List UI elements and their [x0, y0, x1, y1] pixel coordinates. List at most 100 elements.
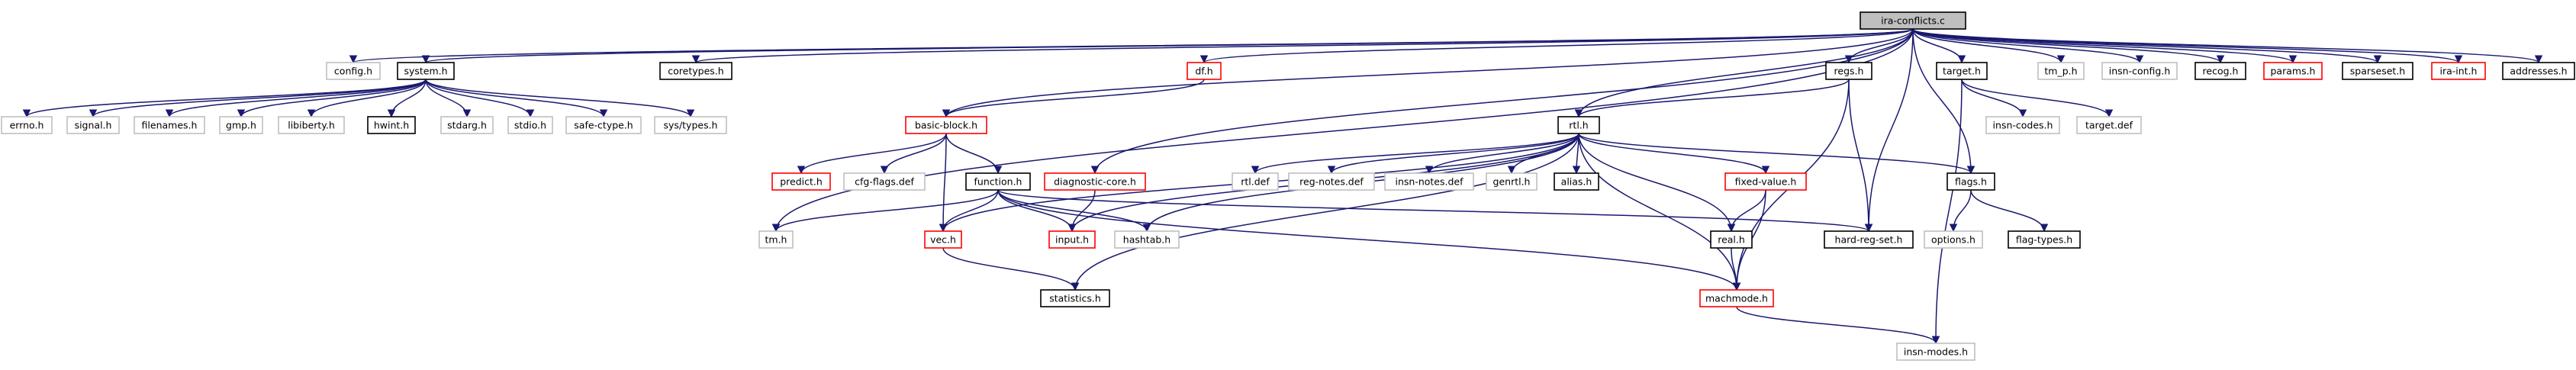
node-label: genrtl.h [1493, 176, 1531, 188]
node-rtl-def[interactable]: rtl.def [1232, 172, 1279, 191]
node-hard-reg-set-h[interactable]: hard-reg-set.h [1824, 230, 1914, 249]
node-filenames-h[interactable]: filenames.h [134, 116, 205, 134]
node-label: regs.h [1834, 66, 1864, 77]
node-statistics-h[interactable]: statistics.h [1040, 289, 1110, 307]
edge-system-h-to-sys-types-h [425, 79, 695, 118]
node-params-h[interactable]: params.h [2263, 62, 2323, 80]
edge-system-h-to-libiberty-h [307, 79, 427, 118]
node-recog-h[interactable]: recog.h [2194, 62, 2246, 80]
node-stdarg-h[interactable]: stdarg.h [440, 116, 494, 134]
edge-basic-block-h-to-cfg-flags-def [880, 133, 947, 175]
node-box [758, 230, 794, 249]
node-stdio-h[interactable]: stdio.h [507, 116, 553, 134]
node-cfg-flags-def[interactable]: cfg-flags.def [843, 172, 926, 191]
edge-target-h-to-insn-codes-h [1961, 79, 2027, 118]
node-sparseset-h[interactable]: sparseset.h [2342, 62, 2413, 80]
node-box [1554, 172, 1599, 191]
node-insn-modes-h[interactable]: insn-modes.h [1896, 343, 1975, 361]
node-box [1114, 230, 1180, 249]
node-box [654, 116, 727, 134]
node-box [1384, 172, 1474, 191]
node-addresses-h[interactable]: addresses.h [2502, 62, 2575, 80]
node-label: hashtab.h [1123, 234, 1170, 246]
node-genrtl-h[interactable]: genrtl.h [1486, 172, 1538, 191]
node-label: vec.h [930, 234, 956, 246]
node-vec-h[interactable]: vec.h [924, 230, 962, 249]
node-machmode-h[interactable]: machmode.h [1699, 289, 1774, 307]
edge-ira-conflicts-c-to-addresses-h [1912, 28, 2542, 64]
node-diagnostic-core-h[interactable]: diagnostic-core.h [1044, 172, 1146, 191]
edge-function-h-to-machmode-h [997, 189, 1741, 291]
edge-ira-conflicts-c-to-hard-reg-set-h [1864, 28, 1914, 233]
node-reg-notes-def[interactable]: reg-notes.def [1288, 172, 1375, 191]
node-function-h[interactable]: function.h [965, 172, 1031, 191]
node-alias-h[interactable]: alias.h [1554, 172, 1599, 191]
node-box [507, 116, 553, 134]
node-insn-codes-h[interactable]: insn-codes.h [1985, 116, 2060, 134]
edge-df-h-to-basic-block-h [942, 79, 1205, 118]
node-target-def[interactable]: target.def [2076, 116, 2142, 134]
node-regs-h[interactable]: regs.h [1825, 62, 1872, 80]
edge-function-h-to-hashtab-h [997, 189, 1151, 233]
node-label: rtl.h [1569, 120, 1588, 131]
node-flags-h[interactable]: flags.h [1946, 172, 1995, 191]
node-signal-h[interactable]: signal.h [66, 116, 120, 134]
edge-function-h-to-vec-h [939, 189, 999, 233]
node-hashtab-h[interactable]: hashtab.h [1114, 230, 1180, 249]
node-ira-int-h[interactable]: ira-int.h [2431, 62, 2486, 80]
node-label: insn-modes.h [1904, 346, 1968, 358]
node-input-h[interactable]: input.h [1048, 230, 1096, 249]
node-ira-conflicts-c[interactable]: ira-conflicts.c [1860, 11, 1966, 30]
node-options-h[interactable]: options.h [1924, 230, 1983, 249]
node-box [2194, 62, 2246, 80]
node-label: target.def [2085, 120, 2133, 131]
node-safe-ctype-h[interactable]: safe-ctype.h [565, 116, 642, 134]
node-sys-types-h[interactable]: sys/types.h [654, 116, 727, 134]
node-basic-block-h[interactable]: basic-block.h [905, 116, 987, 134]
node-errno-h[interactable]: errno.h [1, 116, 53, 134]
node-libiberty-h[interactable]: libiberty.h [278, 116, 345, 134]
node-hwint-h[interactable]: hwint.h [367, 116, 416, 134]
edge-fixed-value-h-to-real-h [1727, 189, 1766, 233]
node-box [1924, 230, 1983, 249]
edge-machmode-h-to-insn-modes-h [1736, 306, 1940, 345]
node-box [1946, 172, 1995, 191]
node-coretypes-h[interactable]: coretypes.h [659, 62, 733, 80]
node-tm-p-h[interactable]: tm_p.h [2037, 62, 2085, 80]
node-tm-h[interactable]: tm.h [758, 230, 794, 249]
node-box [1, 116, 53, 134]
node-system-h[interactable]: system.h [397, 62, 455, 80]
node-flag-types-h[interactable]: flag-types.h [2008, 230, 2081, 249]
node-predict-h[interactable]: predict.h [771, 172, 831, 191]
node-label: rtl.def [1241, 176, 1270, 188]
edge-system-h-to-signal-h [89, 79, 427, 118]
edge-flags-h-to-flag-types-h [1970, 189, 2049, 233]
edge-ira-conflicts-c-to-regs-h [1844, 28, 1914, 64]
edge-basic-block-h-to-vec-h [939, 133, 948, 233]
node-box [1936, 62, 1988, 80]
node-box [2101, 62, 2178, 80]
node-fixed-value-h[interactable]: fixed-value.h [1724, 172, 1807, 191]
node-insn-notes-def[interactable]: insn-notes.def [1384, 172, 1474, 191]
node-label: statistics.h [1049, 293, 1101, 304]
node-real-h[interactable]: real.h [1710, 230, 1753, 249]
node-box [1985, 116, 2060, 134]
node-box [965, 172, 1031, 191]
node-box [1044, 172, 1146, 191]
node-box [367, 116, 416, 134]
node-box [1896, 343, 1975, 361]
node-box [397, 62, 455, 80]
node-target-h[interactable]: target.h [1936, 62, 1988, 80]
node-config-h[interactable]: config.h [326, 62, 381, 80]
edge-ira-conflicts-c-to-coretypes-h [692, 28, 1914, 64]
node-gmp-h[interactable]: gmp.h [219, 116, 263, 134]
edge-rtl-h-to-real-h [1578, 133, 1736, 233]
node-rtl-h[interactable]: rtl.h [1557, 116, 1600, 134]
node-label: df.h [1195, 66, 1212, 77]
edge-target-h-to-insn-modes-h [1931, 79, 1963, 345]
node-df-h[interactable]: df.h [1187, 62, 1222, 80]
node-label: machmode.h [1705, 293, 1768, 304]
node-insn-config-h[interactable]: insn-config.h [2101, 62, 2178, 80]
edge-function-h-to-input-h [997, 189, 1077, 233]
edge-system-h-to-safe-ctype-h [425, 79, 608, 118]
